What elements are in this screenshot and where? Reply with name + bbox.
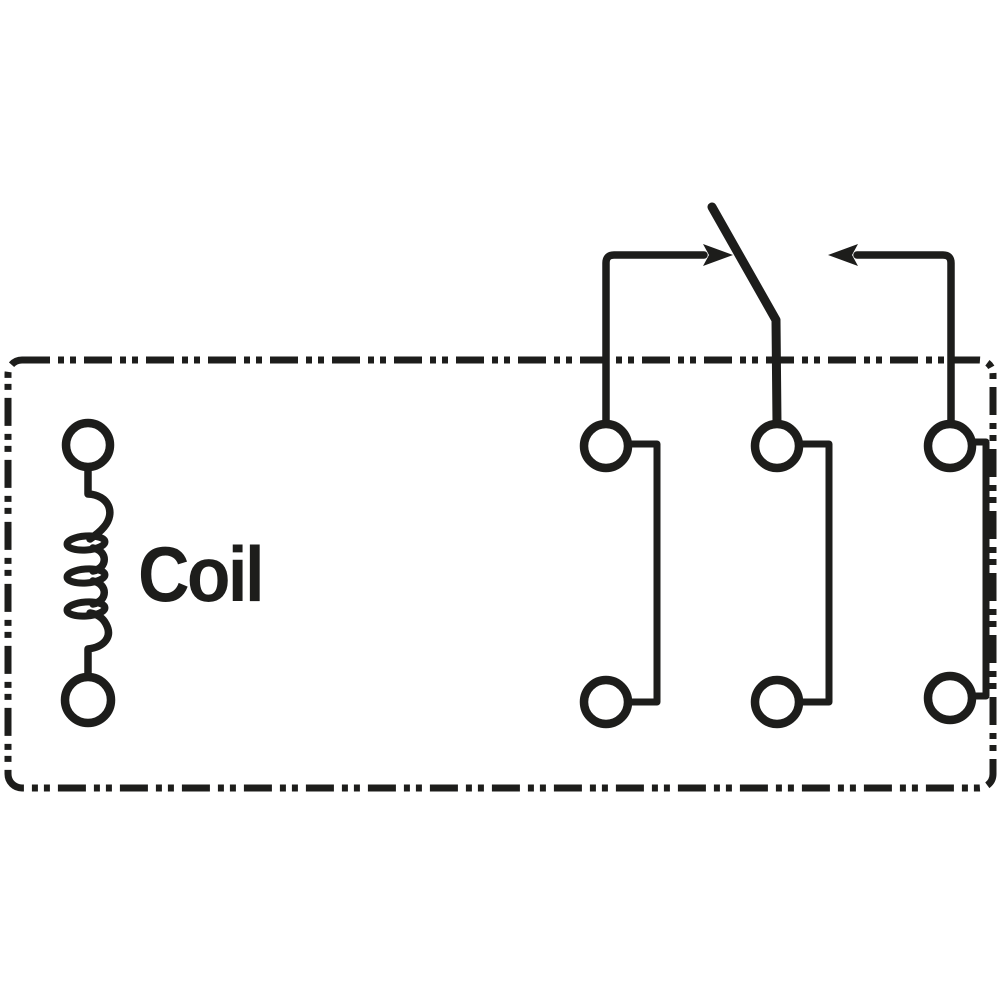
contact3-top-terminal [923, 419, 977, 473]
coil-label: Coil [138, 530, 262, 618]
arrow-left-icon [828, 244, 858, 266]
coil-winding-loop-1 [63, 532, 109, 554]
contact1-top-terminal [579, 419, 633, 473]
coil-bottom-terminal [60, 672, 116, 728]
relay-body-outline [4, 356, 997, 792]
contact2-bottom-terminal [750, 675, 804, 729]
contact1-lead [602, 251, 708, 428]
contact3-bottom-terminal [923, 671, 977, 725]
contact3-link [971, 438, 990, 700]
contact2-top-terminal [750, 419, 804, 473]
arrow-right-icon [703, 244, 733, 266]
contact3-lead [853, 251, 955, 428]
coil-winding [84, 463, 114, 682]
coil-winding-loop-2 [63, 565, 109, 587]
contact2-link [799, 440, 833, 706]
coil-top-terminal [61, 418, 115, 472]
switch-arm [707, 202, 782, 429]
contact1-link [627, 440, 661, 706]
contact1-bottom-terminal [579, 675, 633, 729]
coil-winding-loop-3 [63, 598, 109, 620]
